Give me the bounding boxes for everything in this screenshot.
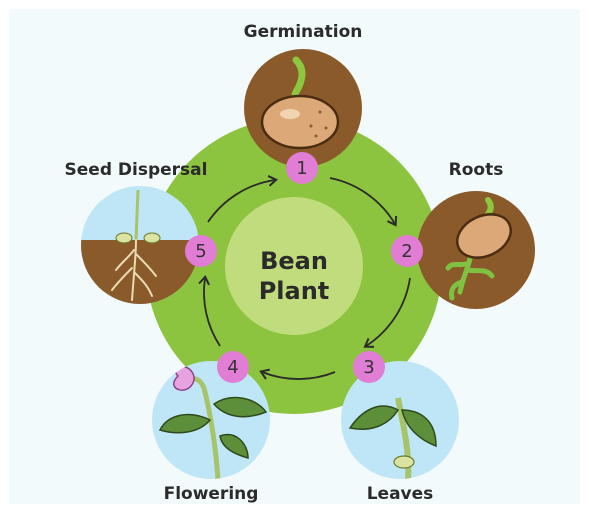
label-seed-dispersal: Seed Dispersal <box>65 160 208 180</box>
badge-5: 5 <box>185 235 217 267</box>
badge-1-number: 1 <box>296 158 307 179</box>
flowering-illustration <box>152 361 270 480</box>
label-leaves: Leaves <box>367 484 434 504</box>
badge-4: 4 <box>217 351 249 383</box>
germination-illustration <box>244 49 362 167</box>
badge-2-number: 2 <box>401 241 412 262</box>
label-roots: Roots <box>449 160 504 180</box>
center-title: Bean Plant <box>234 246 354 306</box>
center-title-line1: Bean <box>234 246 354 276</box>
badge-5-number: 5 <box>195 241 206 262</box>
roots-illustration <box>417 191 535 309</box>
badge-4-number: 4 <box>227 357 238 378</box>
label-germination: Germination <box>244 22 363 42</box>
badge-2: 2 <box>391 235 423 267</box>
center-title-line2: Plant <box>234 276 354 306</box>
badge-1: 1 <box>286 152 318 184</box>
label-flowering: Flowering <box>164 484 259 504</box>
badge-3: 3 <box>353 351 385 383</box>
badge-3-number: 3 <box>363 357 374 378</box>
